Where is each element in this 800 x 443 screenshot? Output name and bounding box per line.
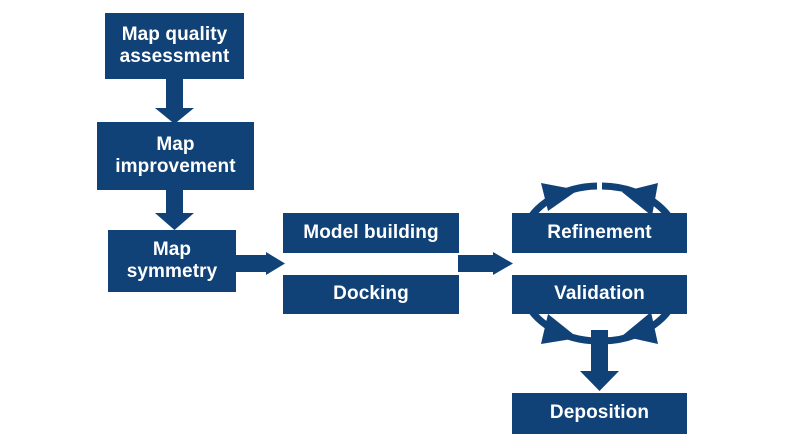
node-model-building[interactable]: Model building (283, 213, 459, 253)
arrow-cycle-to-deposition (580, 330, 619, 391)
node-map-improvement[interactable]: Map improvement (97, 122, 254, 190)
node-refinement[interactable]: Refinement (512, 213, 687, 253)
node-refinement-label: Refinement (547, 221, 652, 243)
cycle-arrowhead-top-right (622, 183, 658, 216)
node-docking-label: Docking (333, 283, 409, 305)
cycle-arrowhead-bottom-left (541, 314, 578, 344)
node-validation[interactable]: Validation (512, 275, 687, 314)
node-deposition[interactable]: Deposition (512, 393, 687, 434)
node-map-quality-assessment-label: Map quality assessment (119, 23, 230, 67)
arrow-improvement-to-symmetry (155, 189, 194, 230)
arrow-building-to-refinement (458, 252, 513, 275)
node-docking[interactable]: Docking (283, 275, 459, 314)
node-validation-label: Validation (554, 283, 645, 305)
node-map-symmetry-label: Map symmetry (126, 238, 218, 282)
arrow-quality-to-improvement (155, 79, 194, 124)
cycle-arrowhead-bottom-right (622, 312, 658, 344)
cycle-arrowheads (541, 183, 658, 344)
arrow-symmetry-to-building (235, 252, 285, 275)
node-map-improvement-label: Map improvement (115, 133, 236, 177)
cycle-arrowhead-top-left (541, 183, 578, 211)
node-deposition-label: Deposition (549, 402, 650, 424)
node-model-building-label: Model building (303, 221, 439, 243)
node-map-quality-assessment[interactable]: Map quality assessment (105, 13, 244, 79)
node-map-symmetry[interactable]: Map symmetry (108, 230, 236, 292)
